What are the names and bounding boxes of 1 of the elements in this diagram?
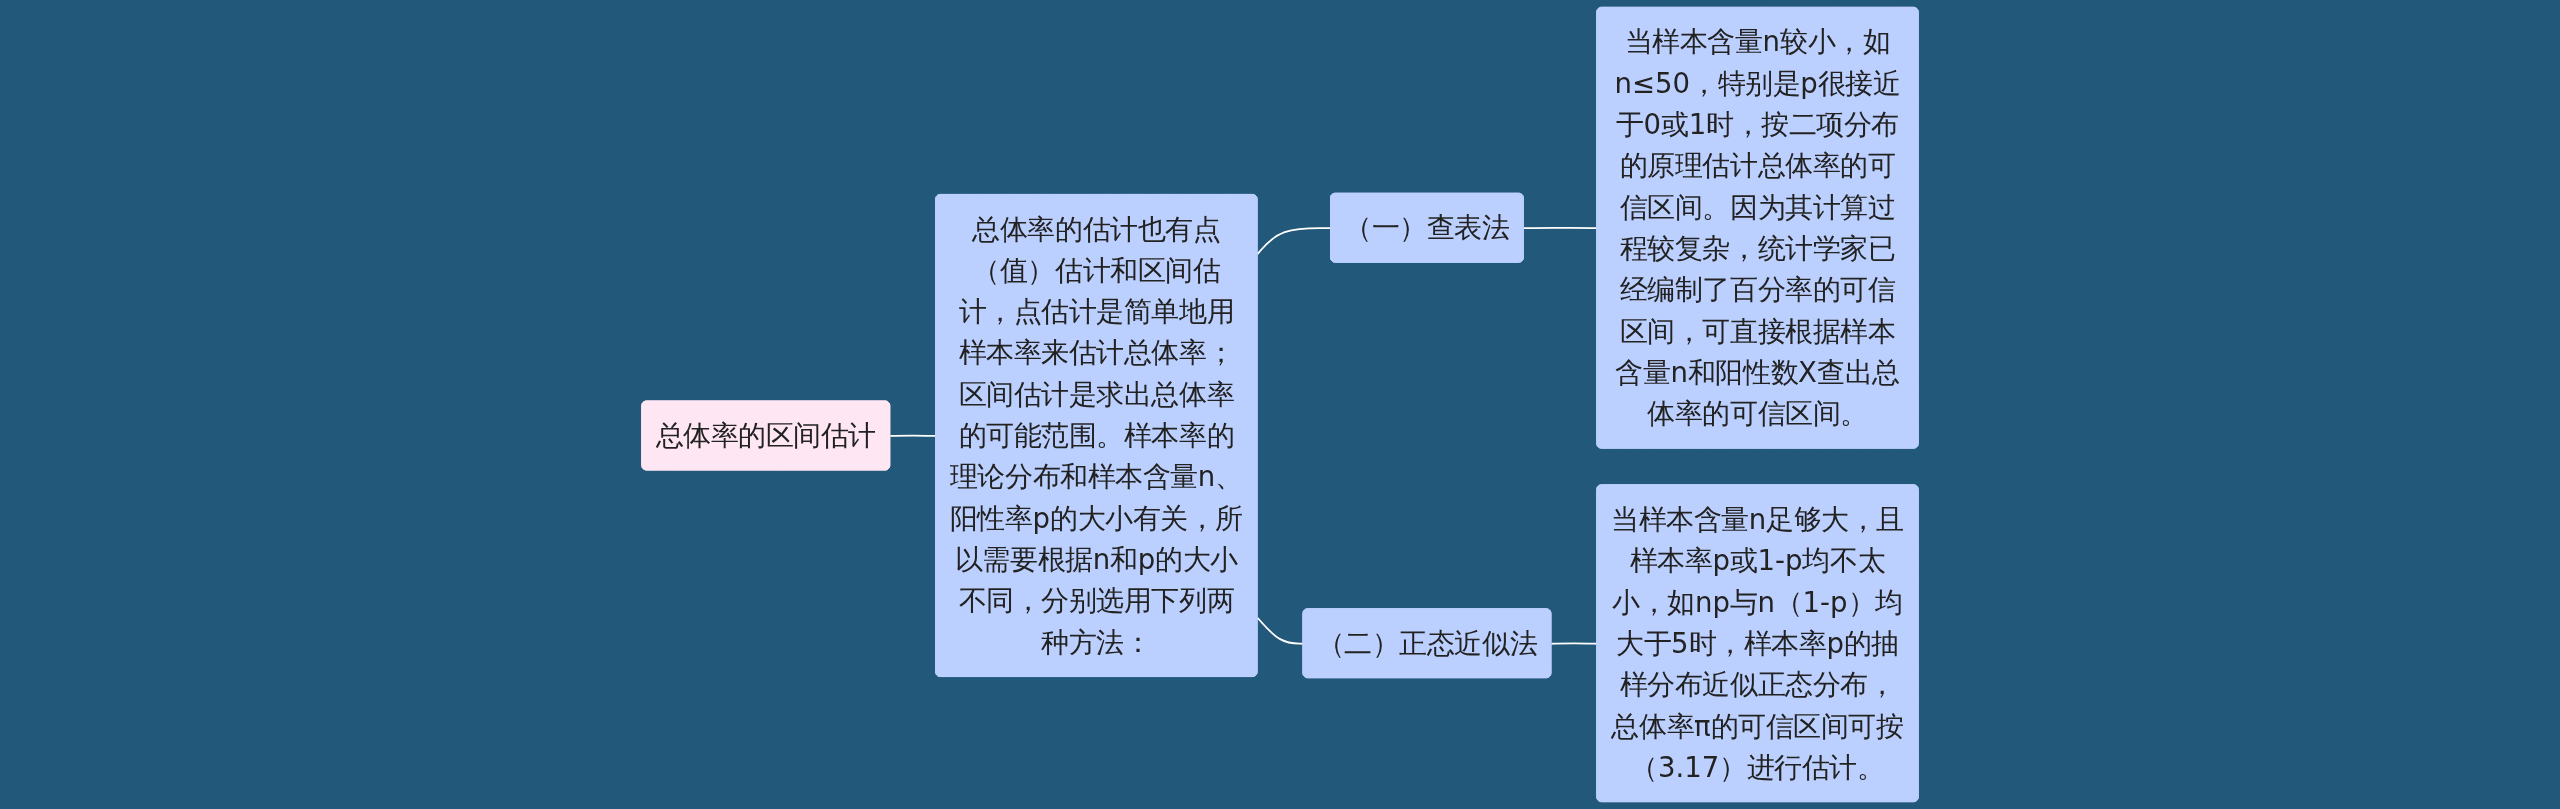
- connector: [1256, 227, 1332, 256]
